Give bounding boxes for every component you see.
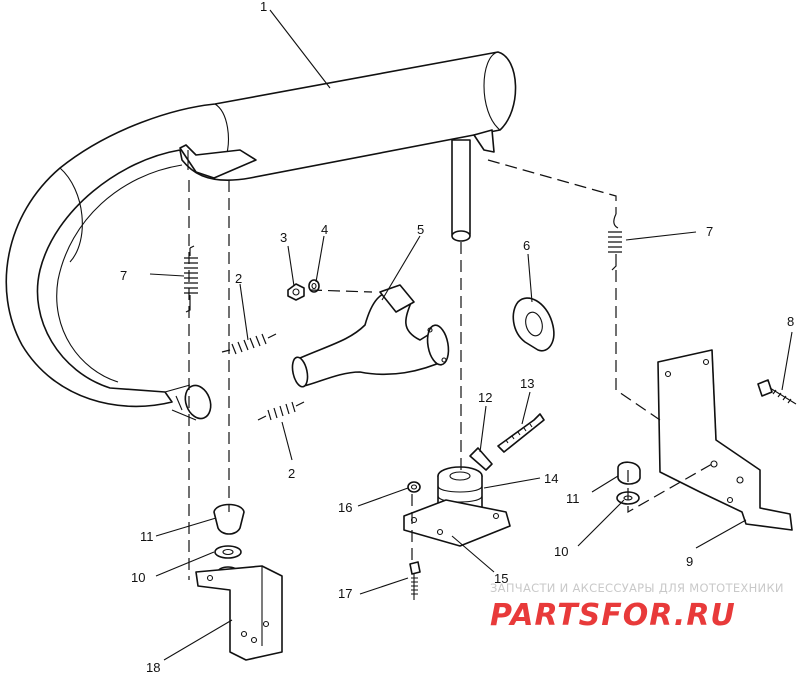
- callout-7: 7: [120, 268, 127, 283]
- y-pipe-part: [291, 284, 450, 388]
- mount-plate-part: [403, 499, 511, 547]
- bolt-17: [409, 561, 421, 600]
- bolt-8: [757, 379, 797, 405]
- callout-labels: 1 2 2 3 4 5 6 7 7 8 9 10 10 11 11 12 13 …: [120, 0, 794, 674]
- muffler-part: [5, 51, 517, 421]
- spring-right-7: [608, 213, 622, 271]
- watermark-logo: PARTSFOR.RU: [490, 598, 736, 633]
- washer-part: [308, 279, 320, 293]
- right-bracket-part: [657, 349, 793, 531]
- callout-11: 11: [566, 491, 580, 506]
- strap-part: [497, 413, 545, 453]
- callout-7: 7: [706, 224, 713, 239]
- callout-9: 9: [686, 554, 693, 569]
- left-bracket-part: [195, 565, 283, 661]
- tail-pipe: [451, 139, 471, 242]
- callout-5: 5: [417, 222, 424, 237]
- callout-4: 4: [321, 222, 328, 237]
- callout-2: 2: [288, 466, 295, 481]
- callout-13: 13: [520, 376, 534, 391]
- callout-8: 8: [787, 314, 794, 329]
- gasket-part: [512, 297, 555, 352]
- rubber-bumper-right-11: [617, 461, 641, 485]
- callout-3: 3: [280, 230, 287, 245]
- callout-6: 6: [523, 238, 530, 253]
- callout-1: 1: [260, 0, 267, 14]
- callout-17: 17: [338, 586, 352, 601]
- callout-11: 11: [140, 529, 154, 544]
- spring-lower-2: [257, 401, 305, 421]
- callout-15: 15: [494, 571, 508, 586]
- nut-part: [287, 283, 305, 301]
- leader-lines: [149, 9, 793, 661]
- spring-left-7: [184, 245, 198, 313]
- callout-10: 10: [131, 570, 145, 585]
- assembly-lines: [188, 159, 713, 580]
- callout-12: 12: [478, 390, 492, 405]
- small-nut-16: [407, 481, 421, 493]
- callout-14: 14: [544, 471, 558, 486]
- clip-part: [469, 447, 493, 471]
- rubber-bumper-left-11: [213, 503, 245, 535]
- watermark-tagline: ЗАПЧАСТИ И АКСЕССУАРЫ ДЛЯ МОТОТЕХНИКИ: [490, 581, 784, 595]
- callout-10: 10: [554, 544, 568, 559]
- spring-upper-2: [221, 333, 277, 355]
- callout-2: 2: [235, 271, 242, 286]
- callout-16: 16: [338, 500, 352, 515]
- callout-18: 18: [146, 660, 160, 674]
- watermark: ЗАПЧАСТИ И АКСЕССУАРЫ ДЛЯ МОТОТЕХНИКИ PA…: [490, 581, 784, 633]
